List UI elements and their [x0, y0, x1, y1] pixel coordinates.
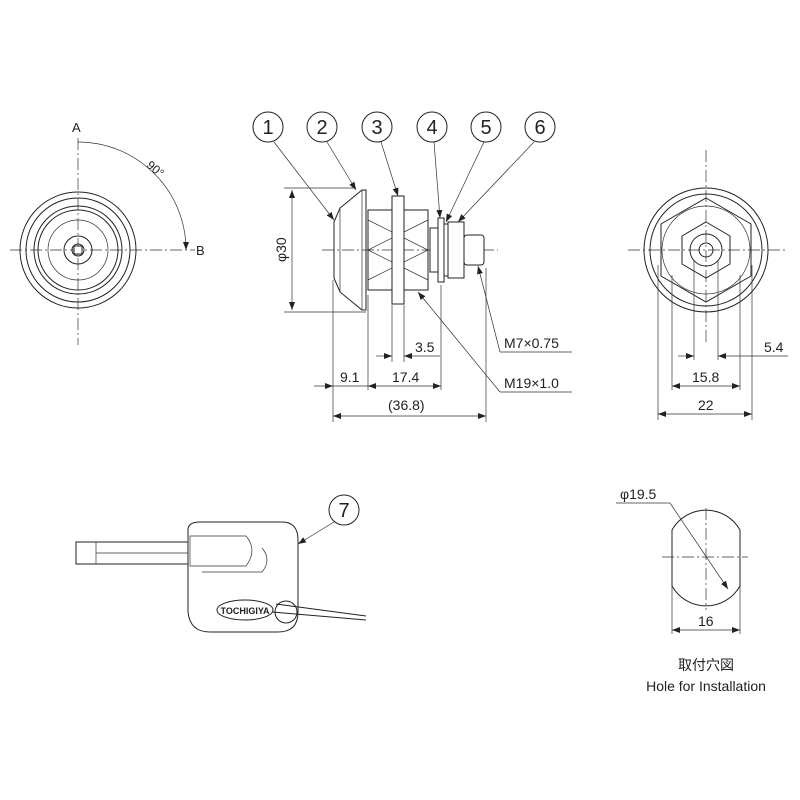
- dim-22: 22: [698, 397, 714, 413]
- callout-1: 1: [252, 111, 284, 143]
- hole-title-en: Hole for Installation: [646, 678, 766, 694]
- callout-label: 3: [371, 117, 382, 139]
- angle-label: 90°: [144, 158, 167, 181]
- callout-7: 7: [328, 494, 360, 526]
- callout-6: 6: [524, 111, 556, 143]
- callout-3: 3: [361, 111, 393, 143]
- thread-m7: M7×0.75: [504, 335, 559, 351]
- callout-label: 4: [426, 117, 437, 139]
- thread-m19: M19×1.0: [504, 375, 559, 391]
- key-logo: TOCHIGIYA: [220, 606, 270, 616]
- rear-view: 5.4 15.8 22: [628, 150, 788, 420]
- dim-5-4: 5.4: [764, 339, 784, 355]
- callout-label: 7: [338, 500, 349, 522]
- dim-9-1: 9.1: [340, 369, 360, 385]
- label-b: B: [196, 243, 205, 258]
- callout-label: 5: [480, 117, 491, 139]
- installation-hole: φ19.5 16 取付穴図 Hole for Installation: [616, 486, 766, 694]
- callout-2: 2: [306, 111, 338, 143]
- hole-width: 16: [698, 613, 714, 629]
- callout-5: 5: [470, 111, 502, 143]
- hole-title-jp: 取付穴図: [678, 657, 734, 673]
- dim-3-5: 3.5: [415, 339, 435, 355]
- hole-diameter: φ19.5: [620, 486, 657, 502]
- side-view: φ30 3.5 9.1 17.4 (36.8) M7×0.75 M19×1.0: [273, 141, 572, 422]
- dim-36-8: (36.8): [388, 397, 425, 413]
- front-view: A B 90°: [10, 120, 205, 345]
- key-drawing: TOCHIGIYA: [75, 521, 367, 633]
- callout-label: 2: [316, 117, 327, 139]
- callout-label: 6: [534, 117, 545, 139]
- callout-4: 4: [416, 111, 448, 143]
- callout-label: 1: [262, 117, 273, 139]
- label-a: A: [72, 120, 81, 135]
- dim-17-4: 17.4: [392, 369, 419, 385]
- diameter-30: φ30: [273, 237, 289, 262]
- dim-15-8: 15.8: [692, 369, 719, 385]
